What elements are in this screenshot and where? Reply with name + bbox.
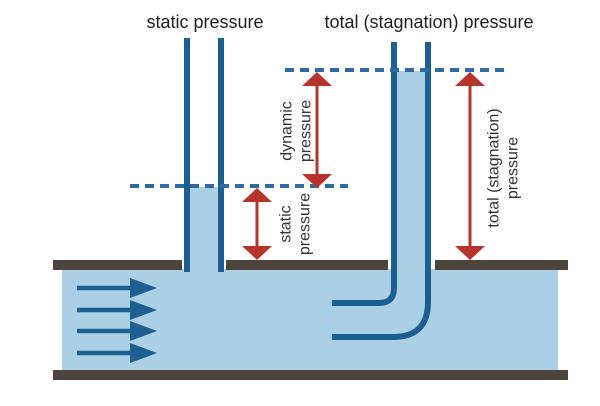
pitot-inner-wall — [332, 42, 397, 306]
total-pressure-arrow — [455, 72, 485, 260]
pipe-top-wall-left-segment — [53, 260, 182, 270]
static-pressure-arrow — [242, 188, 272, 260]
static-pressure-label: static pressure — [278, 193, 314, 255]
dynamic-pressure-label: dynamic pressure — [279, 100, 315, 162]
flow-arrow — [77, 278, 157, 298]
pipe-top-wall-middle-segment — [226, 260, 388, 270]
flow-arrow — [77, 343, 157, 363]
piezometer-left-wall — [184, 38, 190, 272]
piezometer-right-wall — [218, 38, 224, 272]
total-pressure-label-line1: total (stagnation) — [486, 108, 503, 227]
piezometer-tube — [184, 38, 224, 272]
pitot-tube — [332, 42, 431, 340]
static-pressure-label-line2: pressure — [297, 193, 314, 255]
flow-arrow — [77, 321, 157, 341]
pitot-fluid-column — [397, 71, 425, 270]
piezometer-fluid-column — [190, 187, 218, 271]
total-pressure-label-line2: pressure — [505, 137, 522, 199]
total-pressure-title: total (stagnation) pressure — [324, 12, 533, 32]
pipe-top-wall — [53, 260, 568, 270]
dynamic-pressure-arrow — [302, 72, 332, 188]
pipe-top-wall-right-segment — [435, 260, 568, 270]
pipe-bottom-wall — [53, 370, 568, 380]
pitot-outer-wall — [332, 42, 431, 340]
static-pressure-title: static pressure — [146, 12, 263, 32]
flow-arrow — [77, 300, 157, 320]
static-pressure-label-line1: static — [278, 205, 295, 242]
flow-arrows — [77, 278, 157, 363]
total-pressure-label: total (stagnation) pressure — [486, 108, 522, 227]
dynamic-pressure-label-line1: dynamic — [279, 101, 296, 161]
dynamic-pressure-label-line2: pressure — [298, 100, 315, 162]
pitot-tube-empty-space — [397, 42, 425, 71]
